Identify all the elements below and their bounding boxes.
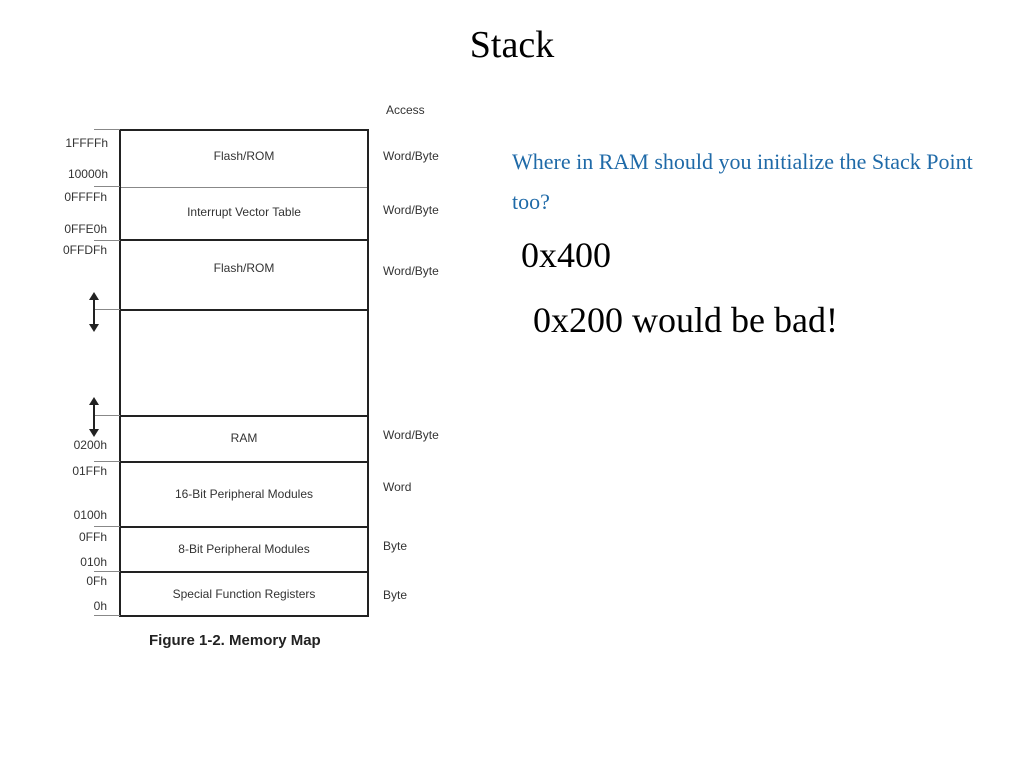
boundary-tick — [94, 129, 120, 130]
boundary-tick — [94, 461, 120, 462]
boundary-tick — [94, 309, 120, 310]
memory-map-diagram: Access Flash/ROM Interrupt Vector Table … — [0, 0, 500, 700]
answer-primary: 0x400 — [521, 235, 611, 275]
region-unmapped-gap — [121, 311, 367, 417]
boundary-tick — [94, 415, 120, 416]
address-label: 0Fh — [86, 574, 107, 588]
access-label: Word/Byte — [383, 264, 439, 278]
address-label: 1FFFFh — [65, 136, 108, 150]
region-label: Special Function Registers — [172, 587, 316, 601]
boundary-tick — [94, 615, 120, 616]
boundary-tick — [94, 186, 120, 187]
region-label: RAM — [230, 431, 258, 445]
region-flash-rom-upper: Flash/ROM — [121, 131, 367, 188]
address-label: 01FFh — [72, 464, 107, 478]
double-arrow-icon — [89, 397, 99, 437]
slide-title: Stack — [469, 24, 555, 66]
access-label: Word/Byte — [383, 203, 439, 217]
region-flash-rom-lower: Flash/ROM — [121, 241, 367, 311]
address-label: 0FFE0h — [64, 222, 107, 236]
address-label: 0FFDFh — [62, 243, 107, 257]
access-column-header: Access — [386, 103, 425, 117]
address-label: 010h — [80, 555, 107, 569]
figure-caption: Figure 1-2. Memory Map — [149, 632, 321, 649]
address-label: 10000h — [67, 167, 108, 181]
boundary-tick — [94, 571, 120, 572]
address-label: 0FFh — [78, 530, 107, 544]
question-text: Where in RAM should you initialize the S… — [512, 149, 973, 214]
answer-secondary: 0x200 would be bad! — [533, 300, 838, 340]
region-interrupt-vector-table: Interrupt Vector Table — [121, 188, 367, 241]
address-label: 0h — [93, 599, 107, 613]
access-label: Word/Byte — [383, 149, 439, 163]
boundary-tick — [94, 240, 120, 241]
memory-map-box: Flash/ROM Interrupt Vector Table Flash/R… — [119, 129, 369, 617]
region-label: 16-Bit Peripheral Modules — [174, 487, 314, 501]
region-8bit-peripheral-modules: 8-Bit Peripheral Modules — [121, 528, 367, 573]
address-label: 0FFFFh — [64, 190, 107, 204]
region-label: Flash/ROM — [213, 149, 275, 163]
region-label: Flash/ROM — [213, 261, 275, 275]
region-special-function-registers: Special Function Registers — [121, 573, 367, 617]
region-label: Interrupt Vector Table — [187, 205, 301, 219]
boundary-tick — [94, 526, 120, 527]
address-label: 0100h — [73, 508, 107, 522]
address-label: 0200h — [73, 438, 107, 452]
access-label: Byte — [383, 539, 408, 553]
access-label: Byte — [383, 588, 408, 602]
region-label: 8-Bit Peripheral Modules — [178, 542, 310, 556]
region-16bit-peripheral-modules: 16-Bit Peripheral Modules — [121, 463, 367, 528]
access-label: Word/Byte — [383, 428, 439, 442]
double-arrow-icon — [89, 292, 99, 332]
region-ram: RAM — [121, 417, 367, 463]
access-label: Word — [383, 480, 412, 494]
